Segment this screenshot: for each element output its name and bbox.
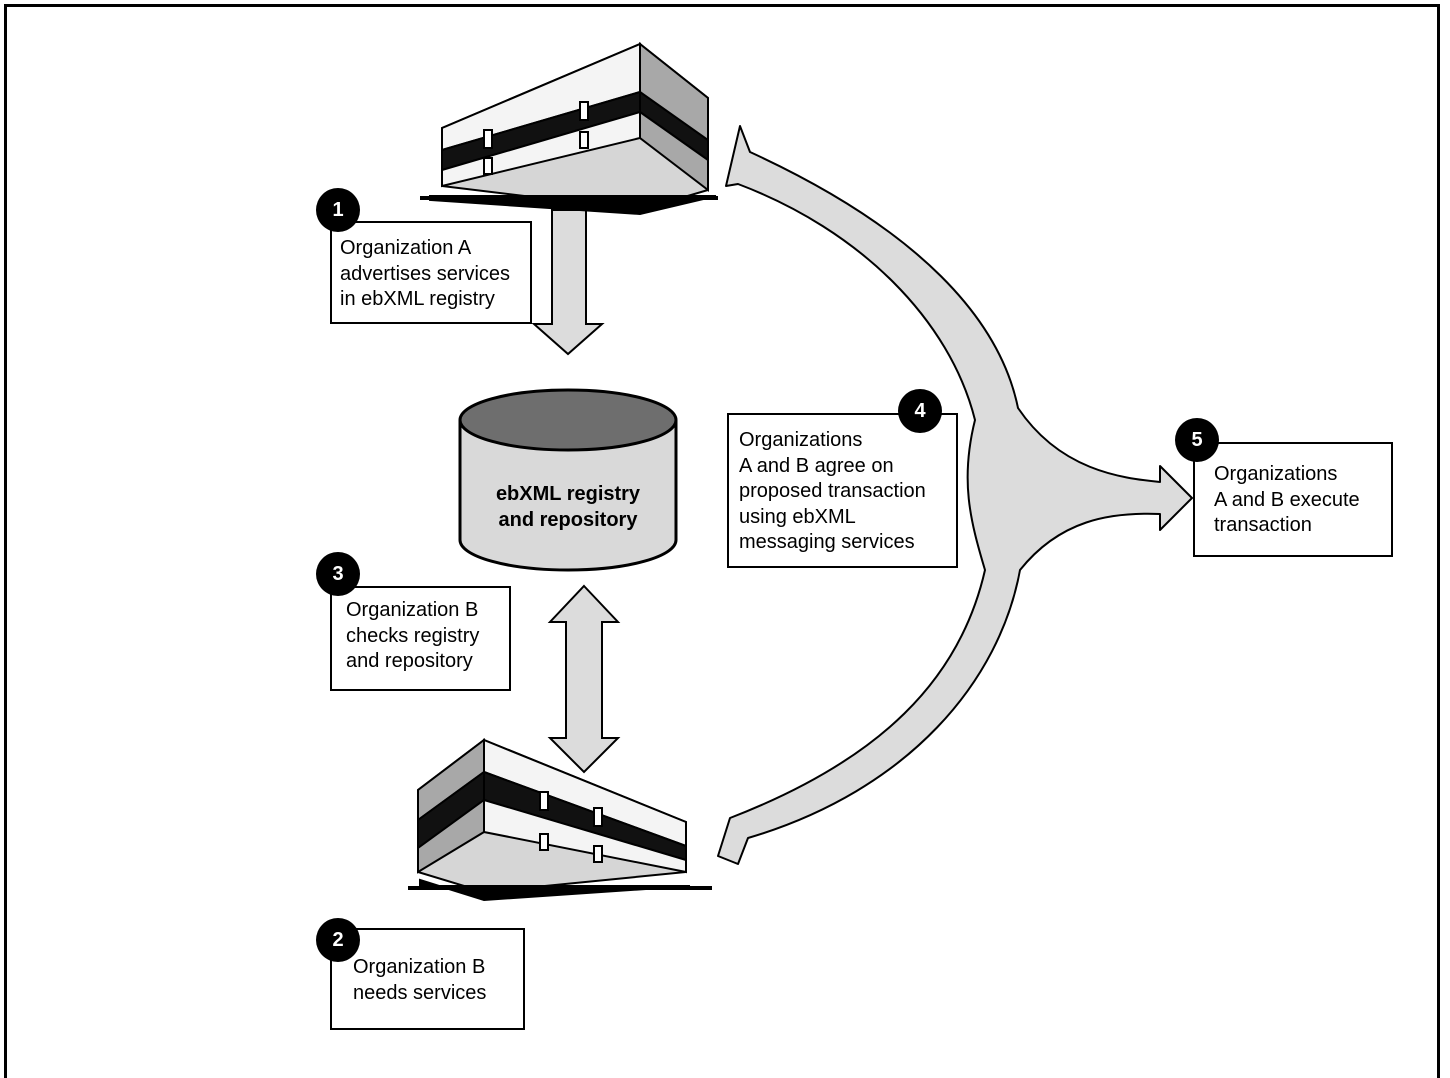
organization-b-building-icon <box>408 737 712 902</box>
step-4-badge: 4 <box>898 389 942 433</box>
database-icon <box>458 388 678 572</box>
step-1-box <box>330 221 532 324</box>
vertical-double-arrow <box>547 584 621 774</box>
diagram-frame <box>4 4 1440 1078</box>
database-label: ebXML registry and repository <box>495 483 641 531</box>
step-1-badge: 1 <box>316 188 360 232</box>
organization-a-building-icon <box>420 41 718 216</box>
step-2-text: Organization B needs services <box>353 956 487 1004</box>
step-3-box <box>330 586 511 691</box>
step-1-text: Organization A advertises services in eb… <box>340 237 511 310</box>
step-5-box <box>1193 442 1393 557</box>
step-3-text: Organization B checks registry and repos… <box>346 599 480 672</box>
step-4-box <box>727 413 958 568</box>
down-arrow <box>531 209 605 356</box>
step-5-badge: 5 <box>1175 418 1219 462</box>
step-2-badge: 2 <box>316 918 360 962</box>
step-3-badge: 3 <box>316 552 360 596</box>
step-2-box <box>330 928 525 1030</box>
step-4-text: Organizations A and B agree on proposed … <box>739 429 926 553</box>
curved-double-arrow <box>717 125 1193 865</box>
step-5-text: Organizations A and B execute transactio… <box>1214 463 1360 536</box>
